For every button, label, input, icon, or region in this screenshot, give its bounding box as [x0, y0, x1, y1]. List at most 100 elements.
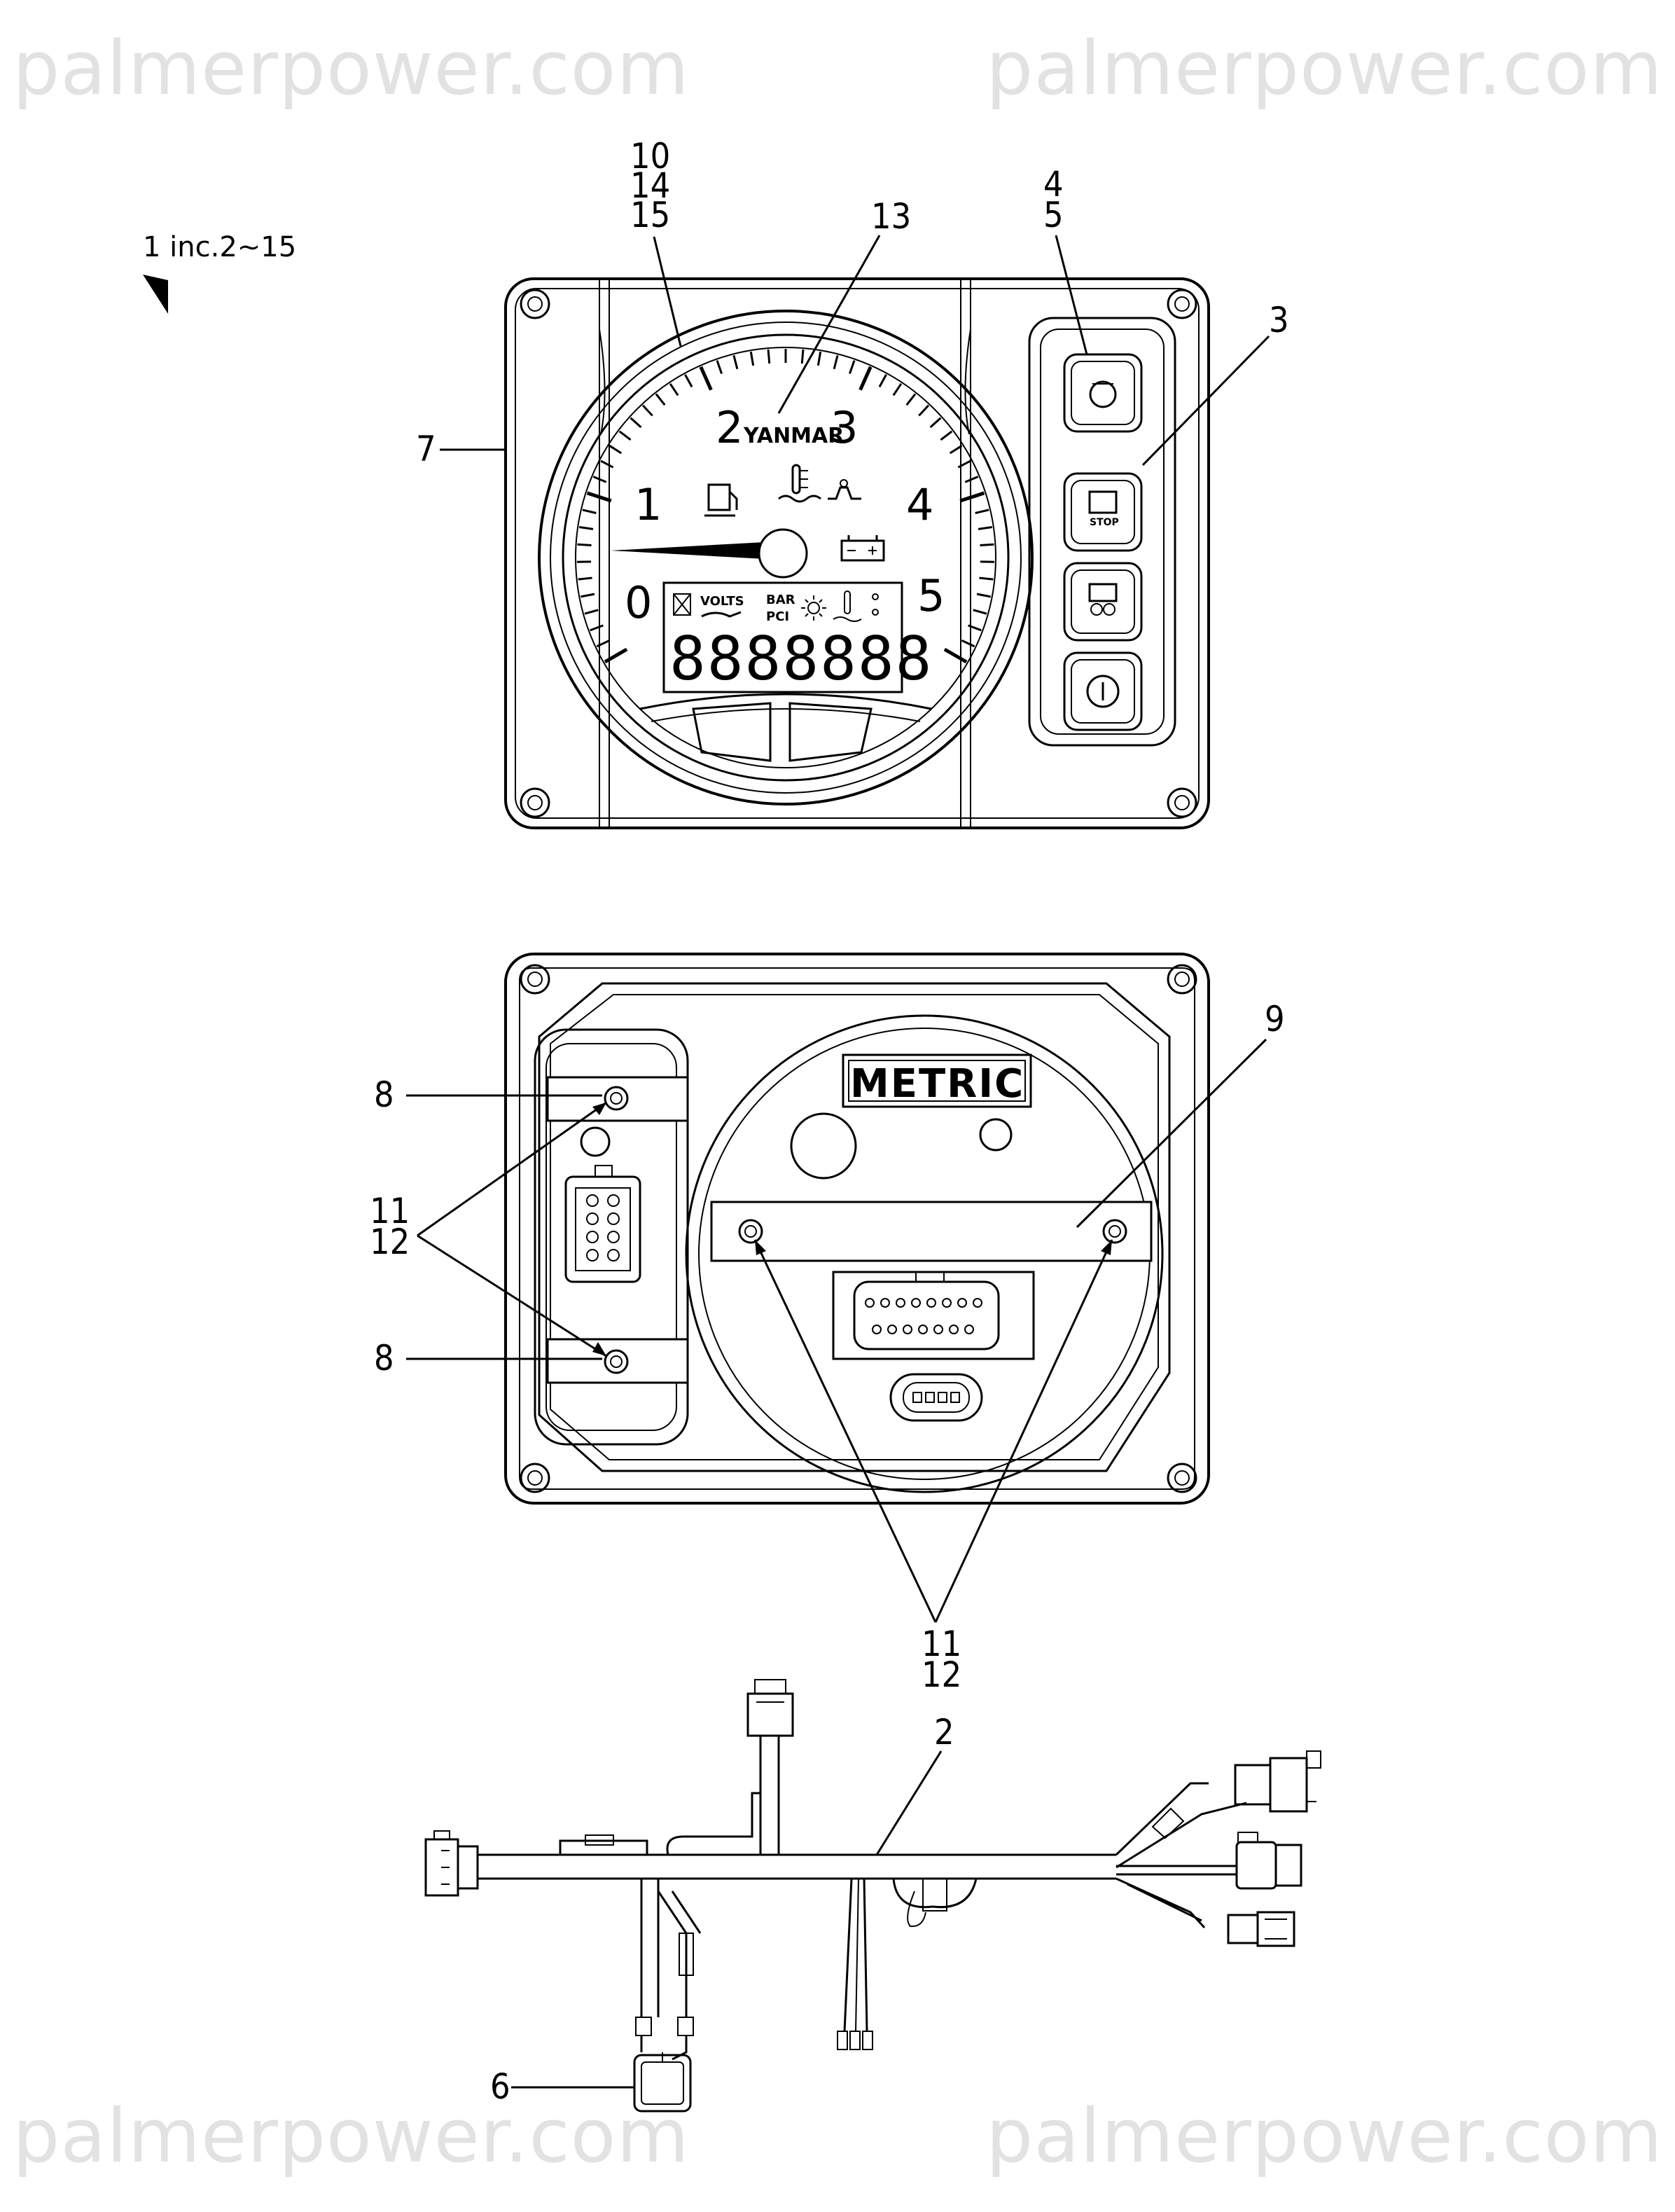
power-icon: [1086, 675, 1120, 708]
tach-tick: [957, 459, 971, 469]
callout-9: 9: [1076, 999, 1285, 1229]
tach-tick: [929, 417, 942, 429]
harness-connector-6: [633, 2052, 692, 2113]
tach-tick: [580, 593, 595, 598]
callout-9-label: 9: [1265, 999, 1285, 1039]
tach-tick: [905, 393, 917, 406]
connector-pin: [918, 1325, 928, 1334]
connector-pins: [865, 1298, 982, 1334]
callout-12-left: 12: [370, 1222, 410, 1262]
tach-tick: [630, 417, 642, 429]
connector-pin: [973, 1298, 982, 1308]
tach-tick: [968, 624, 982, 632]
connector-pin: [949, 1325, 959, 1334]
clamp-bracket: [710, 1201, 1153, 1262]
tach-tick: [716, 360, 723, 374]
lcd-volts-label: VOLTS: [700, 594, 744, 609]
brand-logo: YANMAR: [743, 424, 844, 448]
callout-13-label: 13: [871, 196, 911, 237]
switch-button-light[interactable]: [1063, 353, 1143, 433]
tachometer: 0 1 2 3 4 5 YANMAR: [538, 310, 1034, 806]
display-mode-button-right[interactable]: [788, 702, 873, 762]
glow-plug-icon: [1088, 583, 1118, 616]
tach-tick: [684, 374, 693, 388]
lcd-bar-label: BAR: [766, 593, 795, 607]
lcd-digits: 8888888: [669, 624, 933, 694]
lamp-icon: [1089, 380, 1117, 408]
switch-button-stop[interactable]: STOP: [1063, 472, 1143, 552]
fuel-icon: [704, 483, 738, 517]
tach-tick: [980, 543, 994, 547]
tach-tick: [943, 647, 968, 664]
gauge-rear: METRIC: [685, 1014, 1164, 1493]
wiring-harness: [424, 1679, 1321, 2113]
connector-pin: [964, 1325, 974, 1334]
aux-connector: [889, 1373, 983, 1422]
tach-tick: [609, 445, 623, 455]
oil-pressure-icon: [701, 611, 742, 618]
connector-pin: [903, 1325, 912, 1334]
tach-tick: [618, 430, 632, 441]
connector-pin: [911, 1298, 921, 1308]
tach-tick: [732, 354, 739, 370]
callout-8-top-label: 8: [374, 1074, 394, 1115]
connector-pin: [880, 1298, 890, 1308]
dial-number-3: 3: [830, 402, 858, 453]
display-mode-button-left[interactable]: [692, 702, 772, 762]
tach-tick: [596, 640, 611, 648]
connector-pin: [926, 1298, 936, 1308]
switch-button-power[interactable]: [1063, 651, 1143, 731]
callout-5: 5: [1043, 195, 1064, 235]
tach-tick: [578, 576, 592, 581]
tach-tick: [578, 525, 594, 530]
tach-tick: [749, 351, 755, 366]
callout-4-5: 4 5: [1043, 164, 1088, 355]
rear-cutout-large: [790, 1112, 857, 1180]
tach-tick: [918, 404, 930, 417]
watermark-top-right: palmerpower.com: [986, 25, 1663, 111]
stop-label: STOP: [1090, 517, 1119, 528]
callout-11-12-bottom: 11 12: [753, 1239, 1113, 1695]
tach-tick: [669, 382, 679, 396]
corner-screws: [520, 289, 1197, 818]
switch-button-glow[interactable]: [1063, 562, 1143, 642]
harness-connector-left: [424, 1830, 479, 1897]
dial-number-1: 1: [634, 479, 662, 530]
tach-tick: [959, 491, 985, 503]
callout-13: 13: [777, 196, 911, 414]
tach-tick: [973, 609, 987, 615]
tach-ticks: [577, 349, 994, 664]
coolant-temp-icon: [778, 464, 821, 503]
dial-number-2: 2: [716, 402, 743, 453]
water-in-fuel-icon: [828, 479, 861, 500]
switch-connector: [564, 1165, 641, 1283]
callout-11-12-left: 11 12: [370, 1101, 607, 1357]
lcd-temp-icon: [833, 590, 862, 622]
tach-tick: [590, 624, 604, 632]
callout-10-14-15: 10 14 15: [630, 136, 682, 347]
tach-tick: [833, 354, 839, 370]
sun-icon: [801, 595, 826, 621]
connector-pin: [865, 1298, 875, 1308]
tach-tick: [849, 360, 856, 374]
connector-pin: [872, 1325, 882, 1334]
tach-tick: [582, 509, 597, 514]
engine-stop-icon: [1088, 490, 1118, 514]
tach-tick: [978, 525, 993, 530]
battery-icon: [840, 535, 885, 562]
tach-tick: [584, 609, 599, 615]
switch-panel: STOP: [1028, 317, 1176, 747]
tach-tick: [604, 647, 628, 664]
harness-fuse-holder: [559, 1834, 648, 1855]
tach-tick: [767, 349, 771, 364]
retaining-plate-bottom: [546, 1338, 689, 1384]
switch-rear-housing: [534, 1028, 689, 1446]
callout-8-bottom: 8: [374, 1338, 602, 1378]
callout-7: 7: [416, 429, 506, 469]
tach-tick: [949, 445, 963, 455]
callout-3: 3: [1141, 300, 1289, 466]
view-arrow-icon: [143, 275, 168, 314]
front-panel: 0 1 2 3 4 5 YANMAR: [504, 277, 1210, 829]
connector-pin: [942, 1298, 952, 1308]
